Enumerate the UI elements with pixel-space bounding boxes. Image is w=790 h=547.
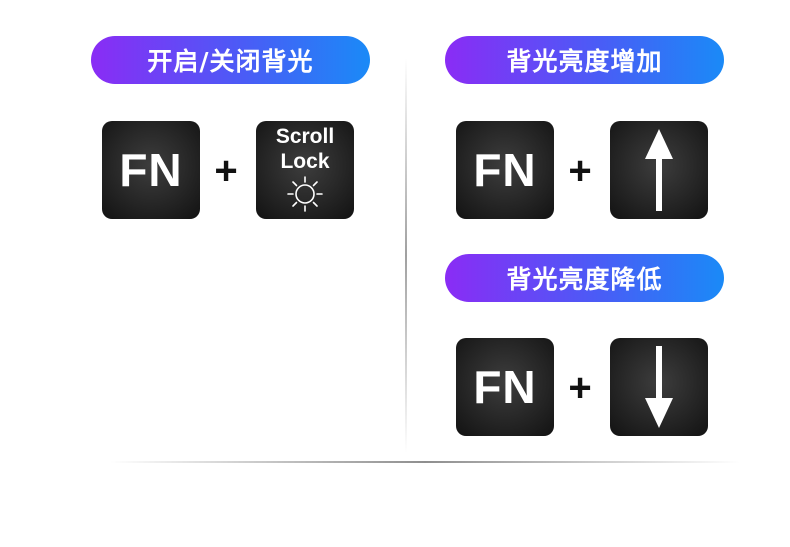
section-title-decrease-brightness: 背光亮度降低	[445, 254, 724, 302]
plus-sign: +	[568, 149, 592, 193]
plus-sign: +	[214, 149, 238, 193]
sun-icon	[287, 176, 323, 212]
scroll-lock-label-line1: Scroll	[275, 125, 335, 148]
scroll-lock-label-line2: Lock	[280, 150, 330, 173]
fn-key: FN	[102, 121, 200, 219]
fn-key: FN	[456, 338, 554, 436]
scroll-lock-key: Scroll Lock	[256, 121, 354, 219]
section-title-toggle-backlight: 开启/关闭背光	[91, 36, 370, 84]
arrow-down-key	[610, 338, 708, 436]
arrow-up-icon	[645, 129, 673, 211]
arrow-up-key	[610, 121, 708, 219]
vertical-divider	[405, 58, 407, 453]
plus-sign: +	[568, 366, 592, 410]
fn-key: FN	[456, 121, 554, 219]
arrow-down-icon	[645, 346, 673, 428]
horizontal-divider	[110, 461, 740, 463]
section-title-increase-brightness: 背光亮度增加	[445, 36, 724, 84]
